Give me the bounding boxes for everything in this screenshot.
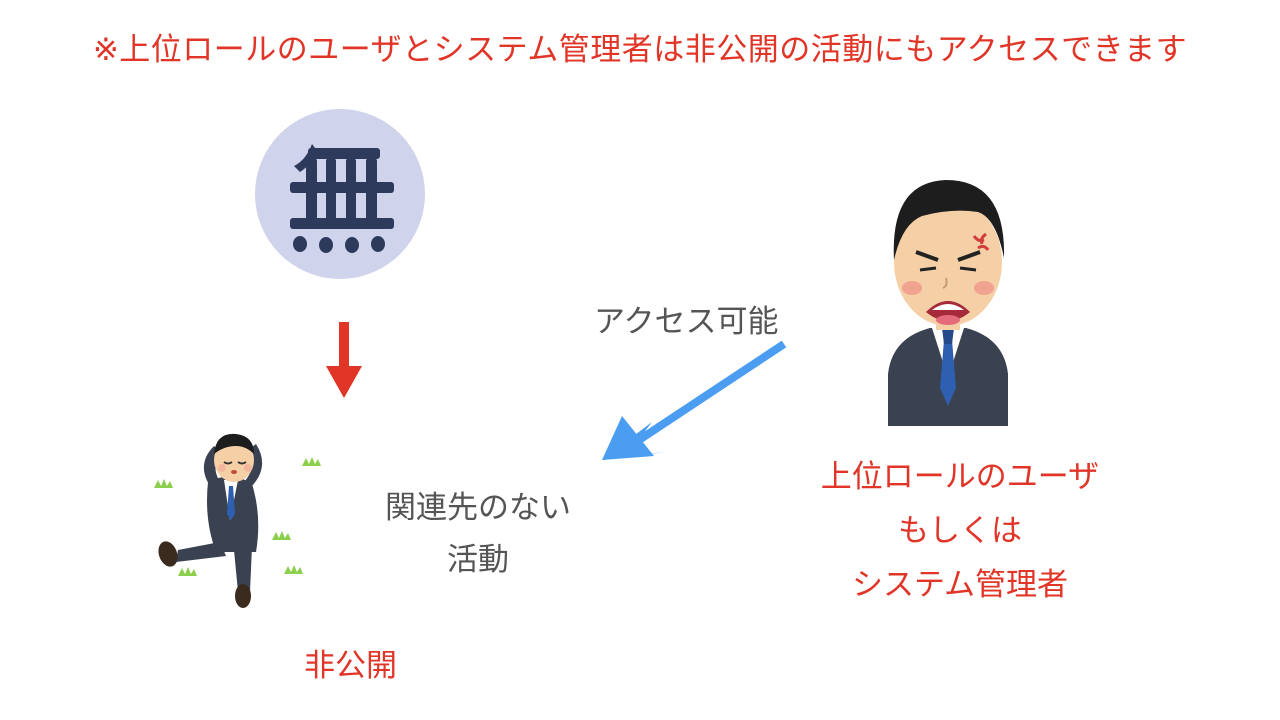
badge-glyph-strokes [290, 144, 394, 253]
access-label: アクセス可能 [594, 304, 779, 340]
headline-note: ※上位ロールのユーザとシステム管理者は非公開の活動にもアクセスできます [92, 32, 1188, 68]
privileged-role-label-line1: 上位ロールのユーザ [820, 459, 1100, 495]
relaxing-businessman-icon [154, 433, 321, 608]
angry-businessman-icon [888, 180, 1008, 426]
private-label: 非公開 [304, 648, 397, 684]
nothing-badge-icon [255, 109, 425, 279]
unlinked-activity-label-line2: 活動 [447, 542, 509, 578]
unlinked-activity-label: 関連先のない 活動 [372, 482, 584, 586]
down-arrow-icon [326, 322, 362, 398]
unlinked-activity-label-line1: 関連先のない [385, 490, 571, 526]
access-arrow-icon [602, 340, 787, 460]
privileged-role-label-line2: もしくは [898, 513, 1022, 549]
privileged-role-label: 上位ロールのユーザ もしくは システム管理者 [770, 450, 1150, 612]
privileged-role-label-line3: システム管理者 [851, 567, 1069, 603]
grass-tufts [154, 457, 321, 576]
anger-mark [972, 232, 990, 251]
